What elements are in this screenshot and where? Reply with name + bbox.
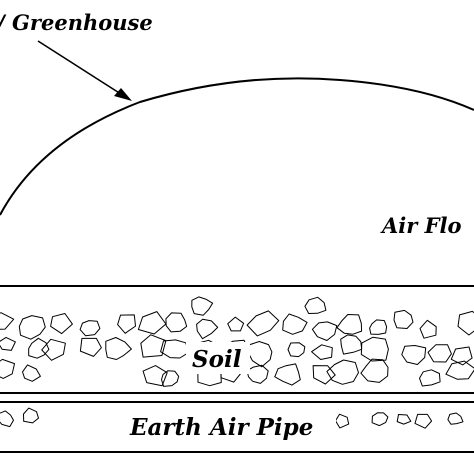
stone — [340, 334, 363, 355]
stone — [447, 412, 464, 425]
stone — [246, 364, 269, 384]
stone — [450, 346, 473, 366]
stone — [227, 316, 245, 332]
stone — [427, 344, 452, 363]
stone — [117, 314, 136, 334]
stone — [23, 407, 39, 424]
stone — [196, 318, 219, 340]
greenhouse-pointer-arrow — [37, 40, 132, 101]
stone — [191, 296, 214, 316]
earth-air-pipe-label-backdrop — [124, 410, 336, 442]
stone — [0, 358, 15, 379]
stone — [18, 315, 46, 340]
stone — [161, 370, 180, 387]
stone — [445, 360, 474, 380]
soil-label: Soil — [192, 346, 242, 373]
stone — [137, 311, 167, 335]
stone — [79, 320, 101, 337]
greenhouse-arc — [0, 77, 474, 216]
greenhouse-label: / Greenhouse — [0, 10, 153, 35]
stone — [369, 319, 388, 335]
stone — [274, 363, 301, 386]
stone — [248, 341, 273, 368]
stone — [335, 413, 350, 429]
stone — [326, 359, 359, 385]
stone — [287, 342, 306, 358]
stone — [140, 334, 167, 358]
stone — [419, 319, 437, 339]
stone — [457, 310, 474, 336]
stone — [246, 310, 280, 337]
soil-label-backdrop — [186, 342, 250, 374]
stone — [22, 364, 41, 382]
stone — [371, 412, 389, 427]
stone — [393, 309, 414, 329]
stone — [401, 345, 427, 365]
stone — [0, 410, 14, 428]
earth-air-pipe-label: Earth Air Pipe — [129, 414, 313, 441]
stone — [396, 414, 412, 425]
earth-air-pipe-outline — [0, 401, 474, 453]
stone — [360, 358, 389, 383]
stone — [28, 337, 50, 359]
stone — [311, 321, 338, 341]
stone — [50, 313, 73, 335]
stone — [41, 338, 66, 361]
air-flow-label: Air Flo — [380, 213, 462, 238]
stone — [165, 312, 188, 333]
stone — [142, 365, 168, 387]
earth-air-pipe: Earth Air Pipe — [0, 401, 474, 453]
soil-layer: Soil — [0, 285, 474, 394]
stone — [312, 365, 336, 385]
stone — [0, 312, 15, 330]
stone — [311, 344, 333, 360]
stone — [419, 369, 441, 387]
stone — [414, 413, 433, 429]
stone — [360, 336, 389, 362]
stone — [282, 313, 308, 335]
stone — [304, 296, 327, 314]
stone — [0, 336, 16, 351]
stone — [79, 337, 102, 357]
stone — [336, 314, 363, 335]
stone — [105, 337, 132, 360]
soil-layer-outline — [0, 285, 474, 394]
